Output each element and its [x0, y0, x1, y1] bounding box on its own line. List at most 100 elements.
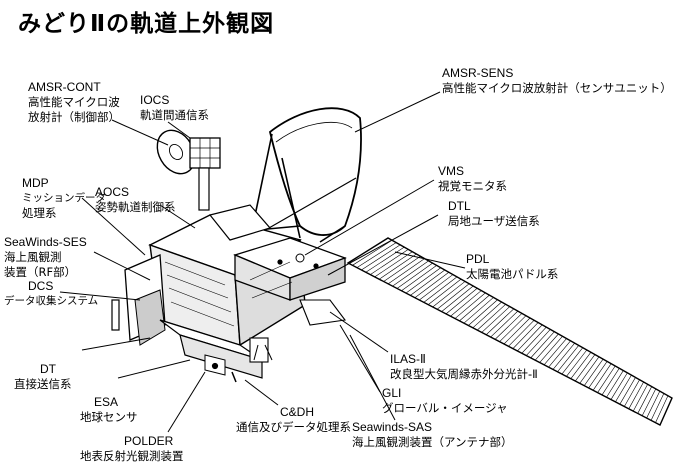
- page-title: みどりⅡの軌道上外観図: [18, 11, 275, 37]
- label-aocs-abbr: AOCS: [95, 185, 130, 199]
- label-amsr-cont-line2: 放射計（制御部）: [28, 110, 120, 124]
- label-seawinds-sas-abbr: Seawinds-SAS: [352, 420, 433, 434]
- paddle-cell-line: [428, 278, 462, 305]
- paddle-cell-line: [512, 322, 539, 349]
- label-ilas-abbr: ILAS-Ⅱ: [390, 352, 426, 366]
- paddle-cell-line: [365, 246, 405, 273]
- paddle-cell-line: [641, 388, 657, 416]
- label-mdp-line2: 処理系: [22, 206, 57, 220]
- label-esa-abbr: ESA: [94, 395, 119, 409]
- label-polder-line1: 地表反射光観測装置: [80, 449, 184, 463]
- paddle-cell-line: [570, 352, 592, 379]
- label-seawinds-sas-line1: 海上風観測装置（アンテナ部）: [352, 435, 513, 449]
- label-polder: POLDER 地表反射光観測装置: [80, 434, 184, 464]
- paddle-cell-line: [396, 262, 433, 289]
- paddle-cell-line: [485, 308, 514, 335]
- label-mdp: MDP ミッションデータ 処理系: [22, 176, 106, 221]
- paddle-cell-line: [352, 240, 393, 266]
- paddle-cell-line: [419, 274, 454, 301]
- paddle-cell-line: [468, 299, 498, 326]
- label-seawinds-ses-abbr: SeaWinds-SES: [4, 235, 87, 249]
- paddle-cell-line: [637, 386, 652, 414]
- solar-paddle: [346, 237, 673, 426]
- label-pdl: PDL 太陽電池パドル系: [466, 252, 558, 282]
- paddle-cell-line: [481, 306, 510, 333]
- label-cdh-line1: 通信及びデータ処理系: [236, 420, 351, 434]
- paddle-cell-line: [472, 301, 502, 329]
- paddle-cell-line: [557, 345, 579, 372]
- label-dt-abbr: DT: [40, 362, 56, 376]
- label-esa: ESA 地球センサ: [80, 395, 138, 425]
- paddle-cell-line: [561, 347, 583, 375]
- label-dtl: DTL 局地ユーザ送信系: [448, 199, 540, 229]
- label-dcs: DCS データ収集システム: [4, 279, 98, 309]
- label-pdl-abbr: PDL: [466, 252, 490, 266]
- amsr-sensor-antenna: [234, 107, 362, 243]
- label-esa-line1: 地球センサ: [80, 410, 138, 424]
- paddle-cell-line: [588, 361, 608, 389]
- label-mdp-line1: ミッションデータ: [22, 192, 106, 204]
- paddle-cell-line: [579, 356, 600, 384]
- paddle-cell-line: [624, 379, 640, 407]
- label-dcs-line1: データ収集システム: [4, 295, 99, 307]
- label-seawinds-ses: SeaWinds-SES 海上風観測 装置（RF部）: [4, 235, 87, 280]
- paddle-cell-line: [432, 281, 466, 308]
- paddle-cell-line: [530, 331, 555, 359]
- label-seawinds-ses-line2: 装置（RF部）: [4, 265, 77, 279]
- paddle-cell-line: [583, 358, 604, 386]
- paddle-cell-line: [463, 297, 494, 324]
- label-iocs-line1: 軌道間通信系: [140, 108, 209, 122]
- label-gli-abbr: GLI: [382, 386, 402, 400]
- leader-lines: [59, 91, 466, 433]
- label-amsr-cont: AMSR-CONT 高性能マイクロ波 放射計（制御部）: [28, 80, 120, 125]
- paddle-cell-line: [405, 267, 441, 294]
- paddle-cell-line: [539, 336, 563, 363]
- paddle-cell-line: [383, 256, 421, 282]
- paddle-cell-line: [526, 329, 551, 356]
- label-iocs-abbr: IOCS: [140, 93, 170, 107]
- paddle-cell-line: [650, 393, 665, 421]
- label-ilas: ILAS-Ⅱ 改良型大気周縁赤外分光計-Ⅱ: [390, 352, 538, 382]
- paddle-cell-line: [601, 368, 620, 396]
- paddle-cell-line: [477, 304, 506, 331]
- paddle-cell-line: [445, 288, 478, 315]
- paddle-cell-line: [423, 276, 458, 303]
- label-seawinds-ses-line1: 海上風観測: [4, 250, 62, 264]
- label-seawinds-sas: Seawinds-SAS 海上風観測装置（アンテナ部）: [352, 420, 513, 450]
- paddle-cell-line: [552, 342, 575, 370]
- paddle-cell-line: [521, 326, 547, 354]
- paddle-cell-line: [494, 313, 523, 340]
- label-pdl-line1: 太陽電池パドル系: [466, 267, 559, 281]
- paddle-cell-line: [490, 310, 519, 338]
- label-iocs: IOCS 軌道間通信系: [140, 93, 209, 123]
- paddle-cell-line: [628, 381, 644, 409]
- label-dcs-abbr: DCS: [28, 279, 54, 293]
- label-aocs-line1: 姿勢軌道制御系: [95, 200, 176, 214]
- paddle-cell-line: [459, 294, 490, 322]
- label-ilas-line1: 改良型大気周縁赤外分光計-Ⅱ: [390, 367, 538, 381]
- paddle-cell-line: [619, 377, 636, 405]
- paddle-cell-line: [566, 349, 588, 377]
- label-aocs: AOCS 姿勢軌道制御系: [95, 185, 176, 215]
- paddle-cell-line: [450, 290, 482, 317]
- paddle-cell-line: [392, 260, 429, 287]
- paddle-cell-line: [543, 338, 567, 366]
- paddle-cell-line: [454, 292, 486, 319]
- label-cdh: C&DH 通信及びデータ処理系: [236, 405, 351, 435]
- label-vms: VMS 視覚モニタ系: [438, 164, 507, 194]
- paddle-cell-line: [441, 285, 474, 312]
- paddle-cell-line: [517, 324, 543, 352]
- label-dt: DT 直接送信系: [14, 362, 72, 392]
- paddle-cell-line: [499, 315, 527, 342]
- paddle-cell-line: [436, 283, 470, 310]
- paddle-cell-line: [387, 258, 425, 285]
- label-dtl-abbr: DTL: [448, 199, 471, 213]
- label-amsr-sens-abbr: AMSR-SENS: [442, 66, 514, 80]
- paddle-cell-line: [615, 374, 632, 403]
- label-amsr-sens: AMSR-SENS 高性能マイクロ波放射計（センサユニット）: [442, 66, 672, 96]
- paddle-cell-line: [503, 317, 531, 345]
- paddle-cell-line: [610, 372, 628, 400]
- paddle-cell-line: [597, 365, 616, 393]
